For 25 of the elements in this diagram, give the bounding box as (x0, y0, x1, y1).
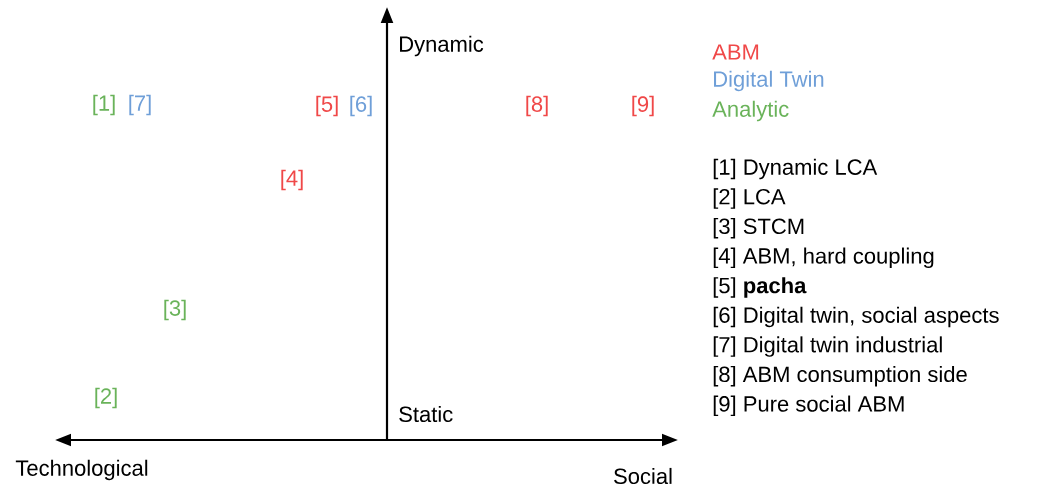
list-item: [3] STCM (713, 217, 804, 239)
axis-label: Social (614, 467, 672, 485)
list-item: [9] Pure social ABM (713, 395, 904, 417)
list-item: [8] ABM consumption side (713, 365, 967, 387)
list-item: [7] Digital twin industrial (713, 336, 942, 357)
marker: [6] (350, 95, 372, 117)
marker: [3] (164, 299, 186, 321)
list-item: [1] Dynamic LCA (713, 158, 878, 180)
marker: [8] (526, 95, 548, 117)
marker: [4] (281, 169, 303, 191)
list-item: [6] Digital twin, social aspects (713, 306, 999, 328)
list-item: [4] ABM, hard coupling (713, 247, 934, 269)
marker: [1] (93, 94, 115, 116)
axis-label: Technological (15, 459, 148, 481)
marker: [7] (129, 94, 151, 116)
legend-entry: Digital Twin (714, 70, 824, 92)
list-item: [2] LCA (713, 188, 786, 209)
axis-label: Dynamic (400, 35, 484, 57)
legend-entry: ABM (712, 44, 759, 60)
list-item: [5] pacha (713, 277, 807, 298)
marker: [5] (316, 95, 338, 117)
axis-label: Static (399, 405, 453, 423)
marker: [2] (95, 387, 117, 409)
marker: [9] (632, 95, 654, 117)
legend-entry: Analytic (712, 100, 789, 122)
